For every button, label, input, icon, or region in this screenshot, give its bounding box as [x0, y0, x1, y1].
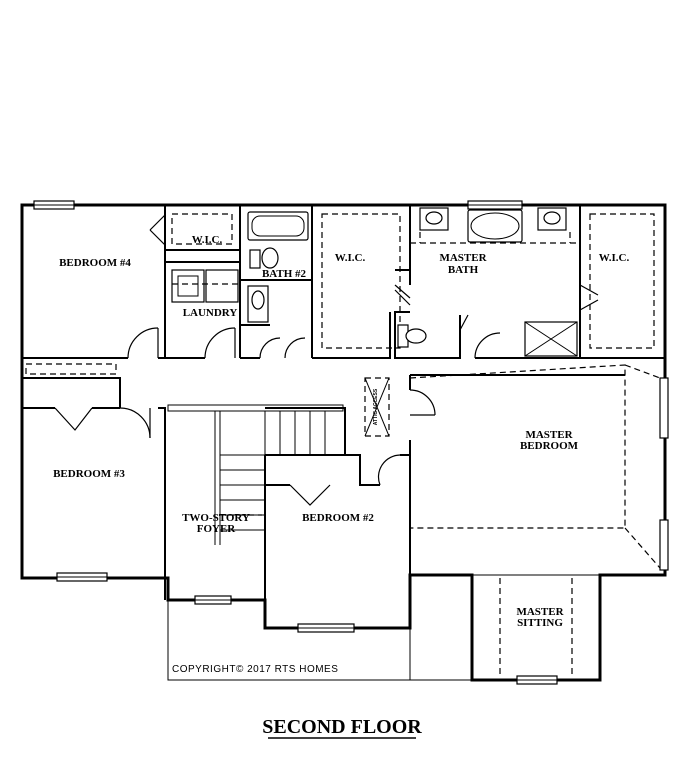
fixtures	[171, 207, 578, 357]
room-label-wic-3: W.I.C.	[599, 252, 630, 264]
copyright-text: COPYRIGHT© 2017 RTS HOMES	[172, 664, 338, 675]
room-label-master-bedroom-line1: MASTER	[525, 429, 573, 441]
room-label-wic-1: W.I.C.	[192, 234, 223, 246]
plan-title: SECOND FLOOR	[262, 716, 422, 738]
interior-walls	[22, 205, 665, 628]
room-label-bedroom-3: BEDROOM #3	[53, 468, 125, 480]
room-label-master-sitting-line2: SITTING	[517, 617, 563, 629]
windows	[33, 200, 669, 685]
sink-icon	[543, 211, 561, 225]
staircase	[167, 404, 344, 545]
room-label-master-bedroom-line2: BEDROOM	[520, 440, 579, 452]
room-label-bedroom-2: BEDROOM #2	[302, 512, 374, 524]
room-label-master-sitting-line1: MASTER	[516, 606, 564, 618]
room-label-wic-2: W.I.C.	[335, 252, 366, 264]
doors	[54, 214, 599, 506]
bathtub-icon	[467, 209, 523, 243]
room-label-foyer-line1: TWO-STORY	[182, 512, 250, 524]
sink-icon	[425, 211, 443, 225]
bathtub-icon	[247, 211, 309, 241]
toilet-icon	[251, 290, 265, 310]
room-label-bedroom-4: BEDROOM #4	[59, 257, 131, 269]
room-labels: BEDROOM #4 W.I.C. BATH #2 LAUNDRY W.I.C.…	[53, 234, 629, 629]
room-label-bath-2: BATH #2	[262, 268, 307, 280]
room-label-foyer-line2: FOYER	[197, 523, 237, 535]
sink-icon	[261, 247, 279, 269]
room-label-master-bath-line2: BATH	[448, 264, 479, 276]
toilet-icon	[405, 328, 427, 344]
dryer-icon	[205, 269, 239, 303]
attic-access: ATTIC ACCESS	[364, 377, 390, 437]
washer-icon	[171, 269, 205, 303]
room-label-laundry: LAUNDRY	[183, 307, 238, 319]
room-label-master-bath-line1: MASTER	[439, 252, 487, 264]
attic-access-label: ATTIC ACCESS	[373, 388, 379, 425]
